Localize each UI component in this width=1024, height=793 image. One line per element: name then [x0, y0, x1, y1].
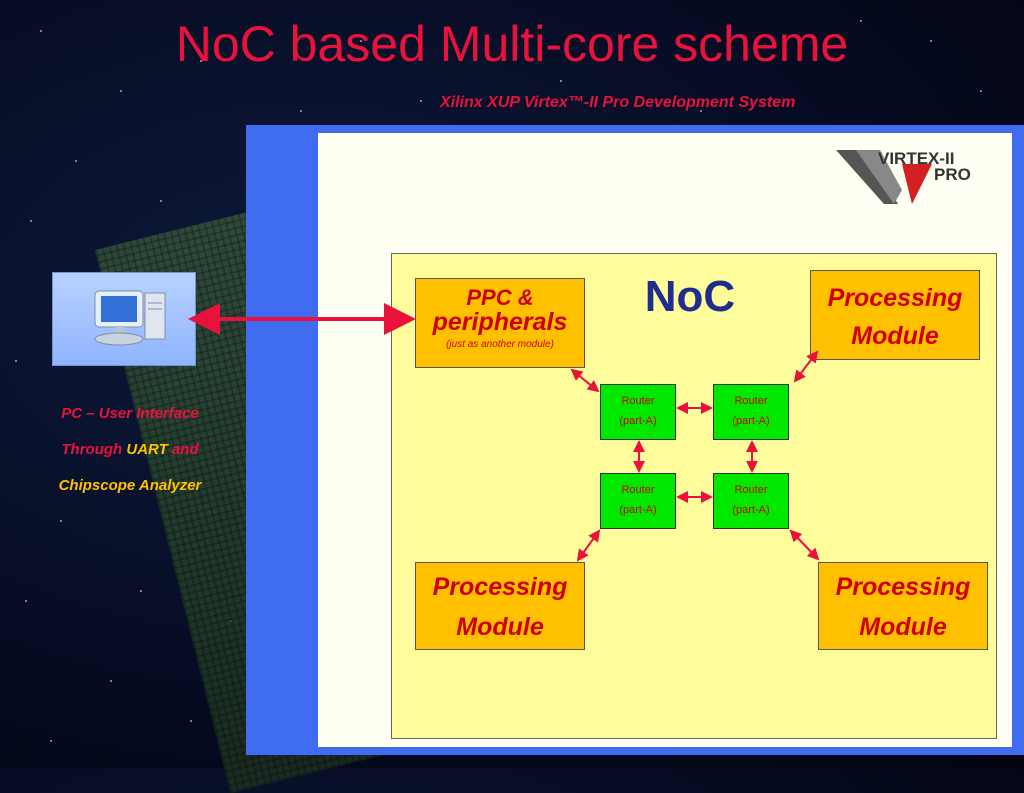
- pc-computer-icon: [52, 272, 196, 366]
- router-top-right: Router (part-A): [713, 384, 789, 440]
- slide-title: NoC based Multi-core scheme: [175, 16, 849, 72]
- router-top-left: Router (part-A): [600, 384, 676, 440]
- pc-line1: PC – User Interface: [61, 405, 199, 422]
- pc-line2: Through UART and: [61, 441, 199, 458]
- processing-module-top-right: Processing Module: [810, 270, 980, 360]
- svg-text:VIRTEX-II: VIRTEX-II: [878, 149, 955, 168]
- ppc-peripherals-module: PPC & peripherals (just as another modul…: [415, 278, 585, 368]
- noc-label: NoC: [644, 272, 736, 321]
- slide-subtitle: Xilinx XUP Virtex™-II Pro Development Sy…: [440, 94, 796, 111]
- pc-line3: Chipscope Analyzer: [58, 477, 202, 494]
- ppc-note: (just as another module): [446, 339, 554, 350]
- pc-description: PC – User Interface Through UART and Chi…: [20, 396, 240, 504]
- router-bottom-left: Router (part-A): [600, 473, 676, 529]
- router-bottom-right: Router (part-A): [713, 473, 789, 529]
- ppc-line2: peripherals: [432, 308, 568, 336]
- processing-module-bottom-right: Processing Module: [818, 562, 988, 650]
- svg-text:PRO: PRO: [934, 165, 971, 184]
- processing-module-bottom-left: Processing Module: [415, 562, 585, 650]
- ppc-line1: PPC &: [466, 285, 534, 310]
- virtex-ii-pro-logo: VIRTEX-II PRO: [836, 149, 971, 204]
